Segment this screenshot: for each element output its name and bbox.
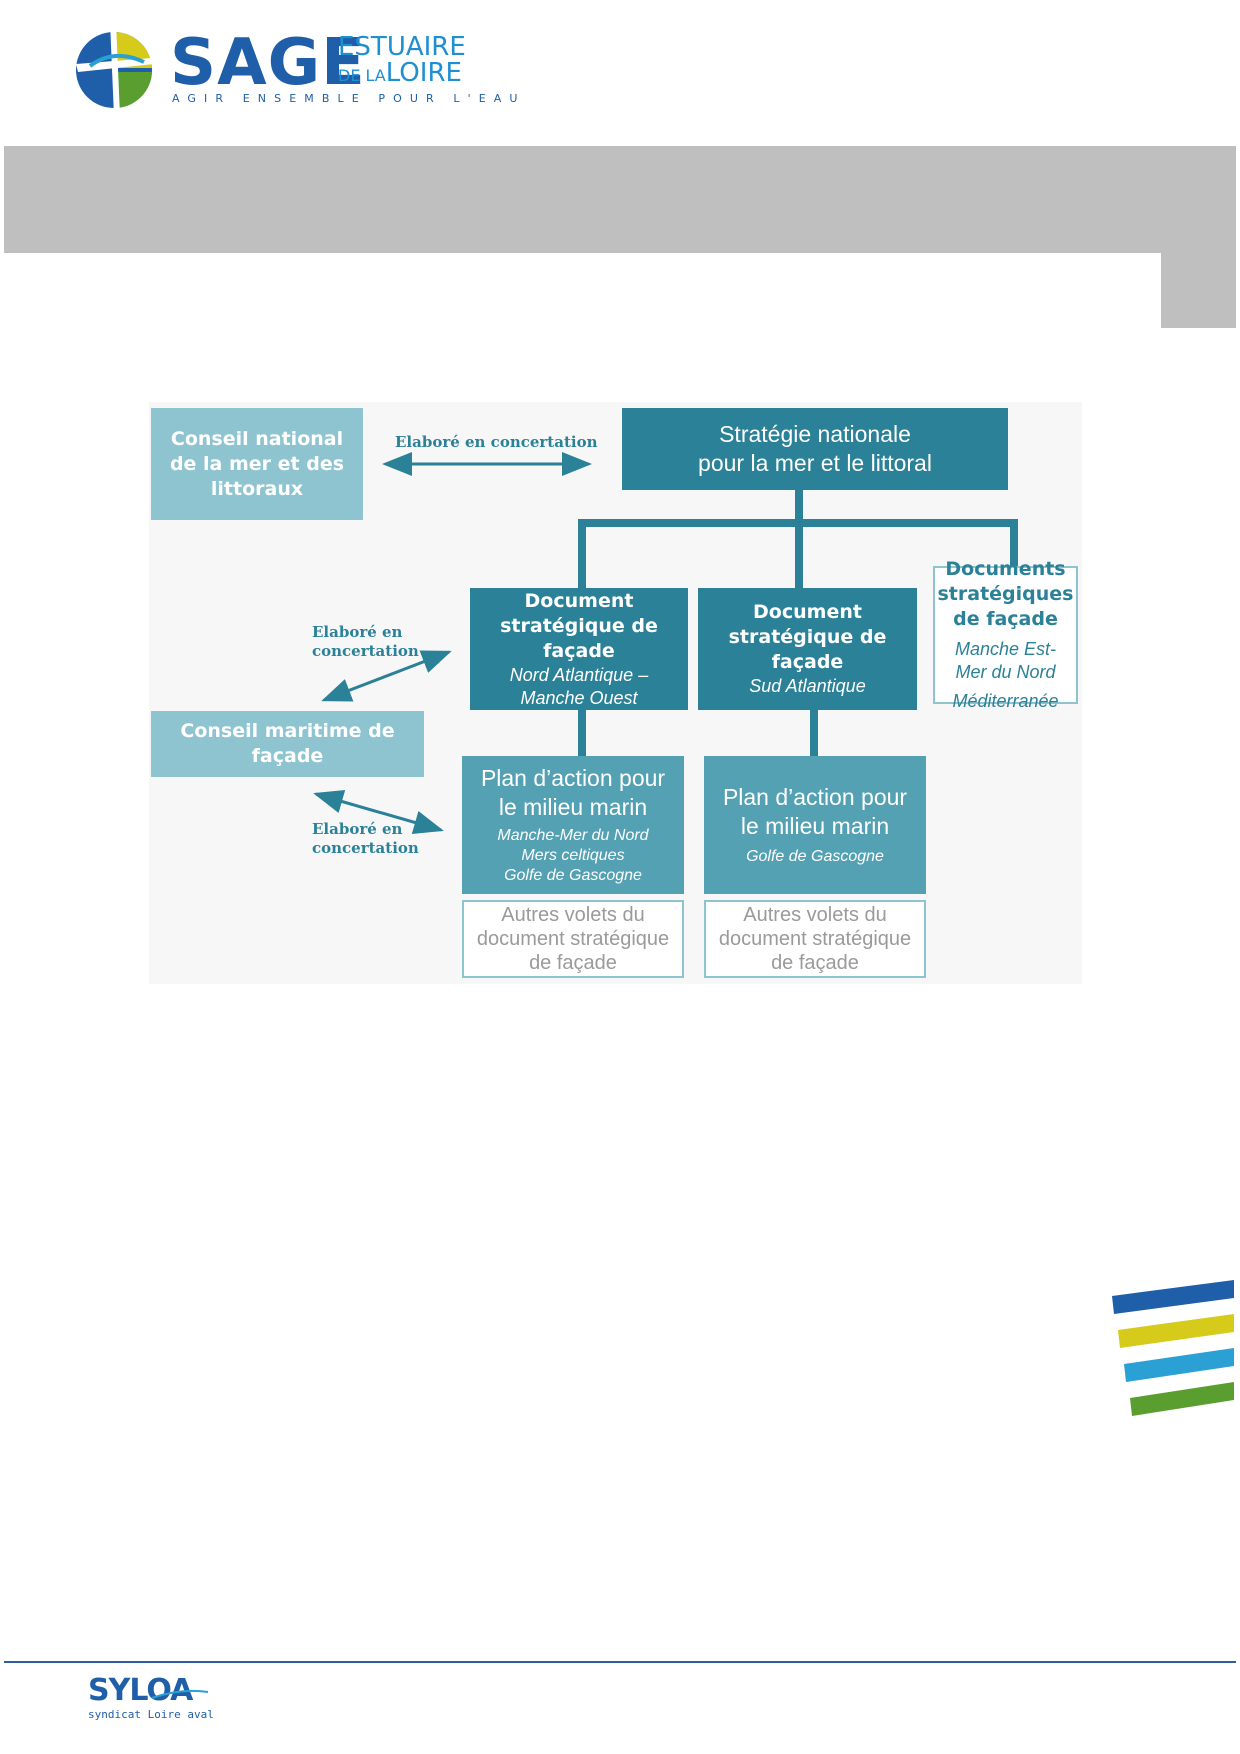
dsf-nord-title-1: Document (524, 589, 634, 612)
dsf-nord-box: Document stratégique de façade Nord Atla… (470, 588, 688, 710)
concertation-mid-line-1: Elaboré en (312, 623, 403, 641)
pam-sud-box: Plan d’action pour le milieu marin Golfe… (704, 756, 926, 894)
header-band-tab (1161, 253, 1236, 328)
sage-tagline: AGIR ENSEMBLE POUR L'EAU (172, 92, 526, 105)
syloa-subtitle: syndicat Loire aval (88, 1708, 214, 1721)
pam-sud-title-1: Plan d’action pour (722, 784, 908, 810)
concertation-bottom-line-1: Elaboré en (312, 820, 403, 838)
dsf-sud-title-2: stratégique de (728, 626, 887, 648)
sage-estuaire: ESTUAIRE (338, 32, 466, 62)
autres-sud-line-3: de façade (771, 952, 859, 974)
dsf-sud-box: Document stratégique de façade Sud Atlan… (698, 588, 917, 710)
dsf-nord-region-2: Manche Ouest (520, 687, 638, 708)
autres-sud-line-2: document stratégique (718, 928, 912, 950)
sage-loire: LOIRE (385, 58, 462, 88)
conseil-national-line-3: littoraux (210, 477, 304, 500)
header-band (4, 146, 1236, 253)
dsf-others-region-3: Méditerranée (952, 691, 1059, 711)
sage-emblem-icon (76, 22, 154, 116)
dsf-others-title-2: stratégiques (937, 583, 1074, 605)
autres-nord-line-3: de façade (529, 952, 617, 974)
pam-nord-box: Plan d’action pour le milieu marin Manch… (462, 756, 684, 894)
dsf-sud-region-1: Sud Atlantique (749, 676, 866, 696)
dsf-sud-title-1: Document (753, 601, 862, 623)
pam-nord-title-2: le milieu marin (498, 794, 648, 820)
dsf-others-region-2: Mer du Nord (955, 662, 1056, 682)
strategie-nationale-line-1: Stratégie nationale (719, 421, 911, 447)
sage-de-la-loire: DE LALOIRE (338, 58, 462, 91)
pam-nord-title-1: Plan d’action pour (480, 765, 666, 791)
autres-sud-box: Autres volets du document stratégique de… (704, 900, 926, 978)
concertation-bottom-line-2: concertation (312, 839, 419, 857)
syloa-logo: SYLOA syndicat Loire aval (88, 1674, 228, 1724)
pam-sud-region-1: Golfe de Gascogne (746, 848, 884, 865)
concertation-label-bottom: Elaboré en concertation (312, 820, 419, 858)
dsf-others-title-1: Documents (945, 558, 1066, 580)
footer-rule (4, 1661, 1236, 1663)
dsf-others-box: Documents stratégiques de façade Manche … (933, 558, 1078, 711)
conseil-national-line-1: Conseil national (170, 427, 344, 450)
autres-nord-line-1: Autres volets du (501, 904, 645, 926)
conseil-national-box: Conseil national de la mer et des littor… (151, 408, 363, 520)
conseil-national-line-2: de la mer et des (169, 452, 345, 475)
pam-nord-region-2: Mers celtiques (521, 847, 625, 864)
concertation-mid-line-2: concertation (312, 642, 419, 660)
conseil-maritime-line-1: Conseil maritime de (180, 720, 395, 742)
dsf-others-region-1: Manche Est- (954, 639, 1057, 659)
autres-nord-line-2: document stratégique (476, 928, 670, 950)
syloa-swoosh-icon (151, 1689, 209, 1699)
governance-diagram: Conseil national de la mer et des littor… (149, 402, 1082, 984)
conseil-maritime-line-2: façade (251, 745, 324, 767)
conseil-maritime-box: Conseil maritime de façade (151, 711, 424, 777)
dsf-sud-title-3: façade (771, 651, 844, 673)
diagram-connectors (313, 452, 1018, 835)
dsf-nord-title-2: stratégique de (500, 614, 658, 637)
sage-de-la: DE LA (338, 66, 386, 85)
strategie-nationale-box: Stratégie nationale pour la mer et le li… (622, 408, 1008, 490)
pam-nord-region-1: Manche-Mer du Nord (497, 827, 649, 844)
concertation-arrow-bottom (313, 789, 444, 835)
syloa-brand: SYLOA (88, 1673, 193, 1708)
dsf-nord-title-3: façade (543, 639, 615, 662)
concertation-label-mid: Elaboré en concertation (312, 623, 419, 661)
pam-sud-title-2: le milieu marin (740, 813, 890, 839)
pam-nord-region-3: Golfe de Gascogne (504, 867, 642, 884)
sage-brand: SAGE (170, 26, 366, 100)
dsf-nord-region-1: Nord Atlantique – (509, 664, 649, 685)
autres-sud-line-1: Autres volets du (743, 904, 887, 926)
decorative-stripes-icon (1112, 1280, 1234, 1416)
autres-nord-box: Autres volets du document stratégique de… (462, 900, 684, 978)
concertation-arrow-mid (321, 650, 452, 702)
strategie-nationale-line-2: pour la mer et le littoral (698, 450, 932, 476)
sage-logo: SAGE ESTUAIRE DE LALOIRE AGIR ENSEMBLE P… (70, 18, 517, 118)
concertation-label-top: Elaboré en concertation (395, 433, 598, 451)
dsf-others-title-3: de façade (953, 608, 1058, 630)
